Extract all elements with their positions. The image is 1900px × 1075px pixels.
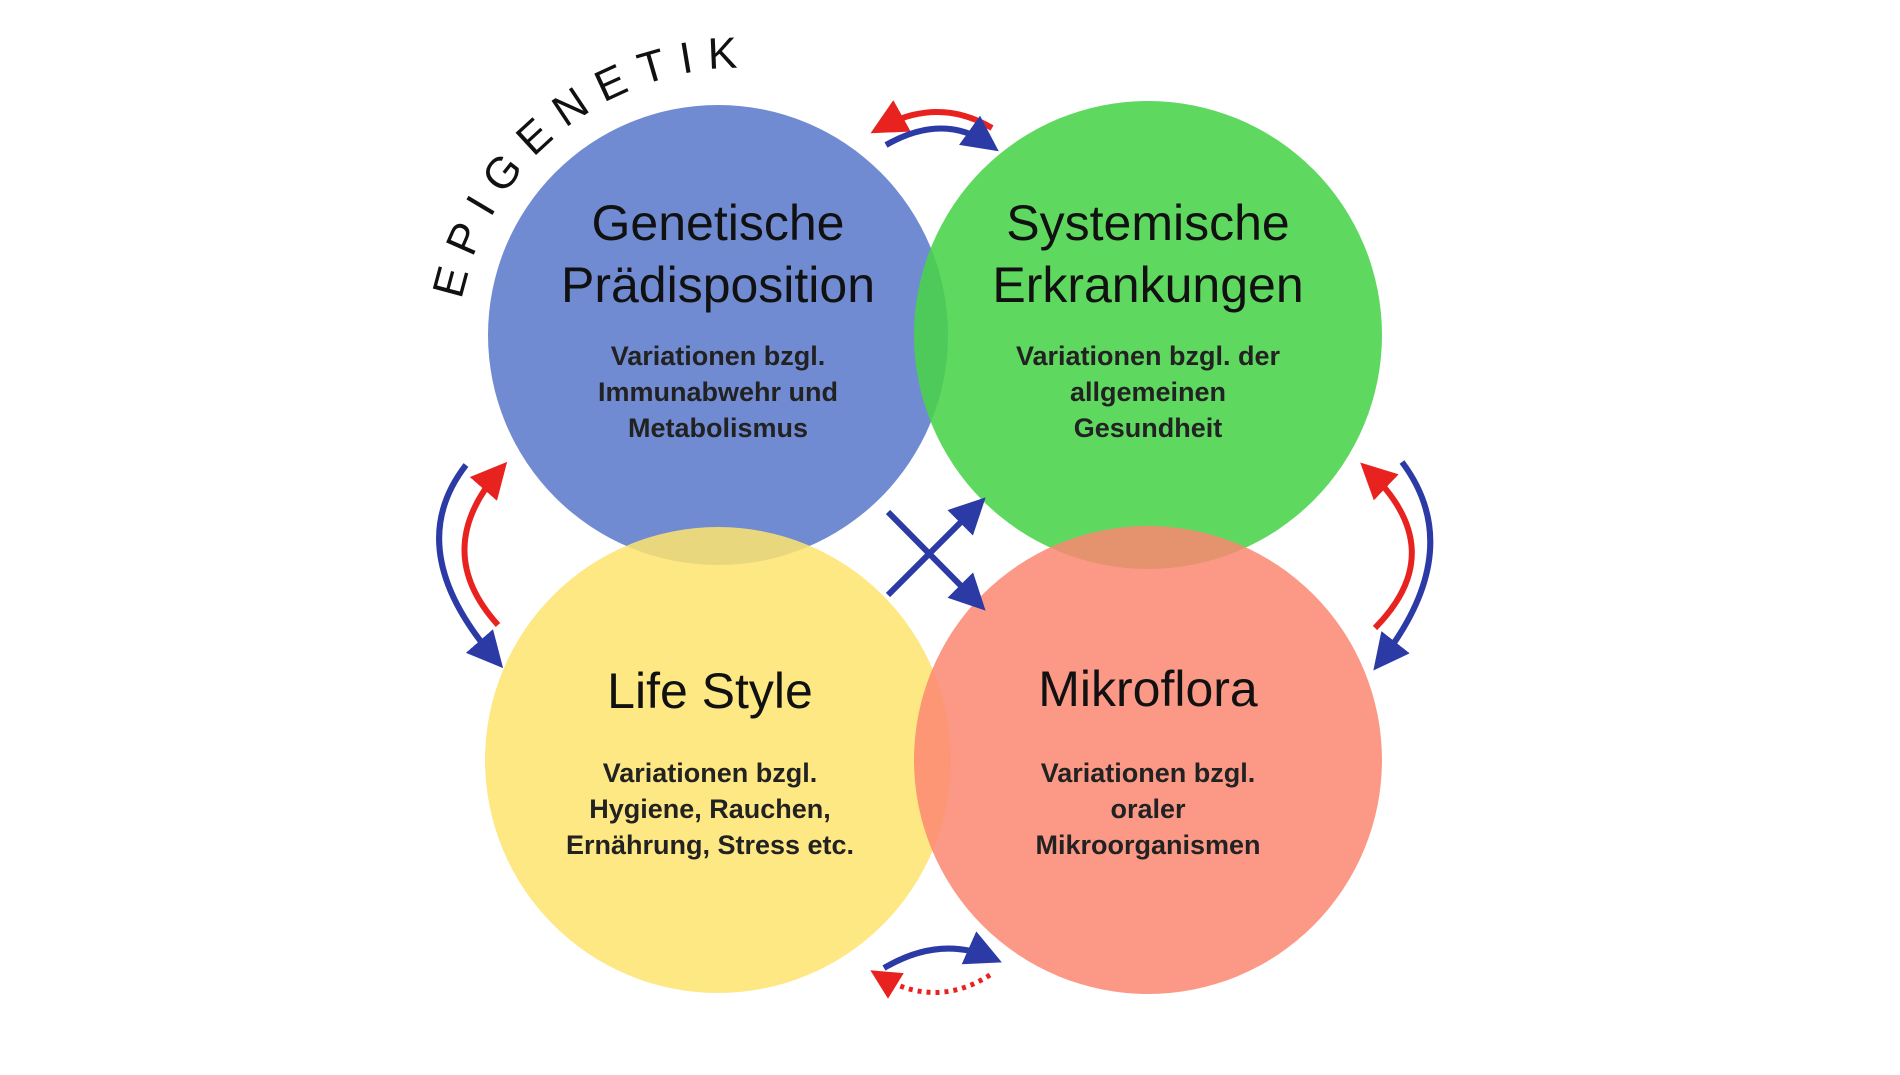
arrow-cross-to-red [885,509,986,611]
systemic-title-line2: Erkrankungen [992,257,1303,313]
arrow-left-red [461,461,508,628]
microflora-text: Mikroflora Variationen bzgl. oraler Mikr… [1035,661,1260,860]
circle-genetic [488,105,948,565]
arrow-top-blue [884,115,999,152]
systemic-sub-line1: Variationen bzgl. der [1016,341,1281,371]
arrow-right-red [1360,462,1415,631]
circle-systemic [914,101,1382,569]
arrow-cross-to-green [885,497,986,598]
genetic-title-line2: Prädisposition [561,257,875,313]
systemic-title-line1: Systemische [1006,195,1289,251]
arrows-top [870,100,999,152]
systemic-text: Systemische Erkrankungen Variationen bzg… [992,195,1303,443]
lifestyle-title: Life Style [607,663,813,719]
systemic-sub-line2: allgemeinen [1070,377,1226,407]
genetic-title-line1: Genetische [592,195,845,251]
arrow-right-blue [1373,460,1434,671]
lifestyle-sub-line2: Hygiene, Rauchen, [589,794,831,824]
genetic-text: Genetische Prädisposition Variationen bz… [561,195,875,443]
genetic-sub-line3: Metabolismus [628,413,808,443]
arrows-center-cross [885,497,986,611]
arrow-bottom-red-dotted [870,970,992,999]
systemic-sub-line3: Gesundheit [1074,413,1223,443]
genetic-sub-line1: Variationen bzgl. [611,341,826,371]
arrow-left-blue [436,463,504,669]
microflora-title: Mikroflora [1038,661,1258,717]
arrows-left [436,461,508,669]
arrows-right [1360,460,1434,671]
arrow-top-red [870,100,994,134]
arrow-bottom-blue [882,931,1002,971]
arrows-bottom [870,931,1002,999]
genetic-sub-line2: Immunabwehr und [598,377,838,407]
microflora-sub-line1: Variationen bzgl. [1041,758,1256,788]
lifestyle-text: Life Style Variationen bzgl. Hygiene, Ra… [566,663,854,860]
circle-lifestyle [485,527,951,993]
microflora-sub-line3: Mikroorganismen [1035,830,1260,860]
microflora-sub-line2: oraler [1110,794,1186,824]
circle-microflora [914,526,1382,994]
lifestyle-sub-line1: Variationen bzgl. [603,758,818,788]
lifestyle-sub-line3: Ernährung, Stress etc. [566,830,854,860]
